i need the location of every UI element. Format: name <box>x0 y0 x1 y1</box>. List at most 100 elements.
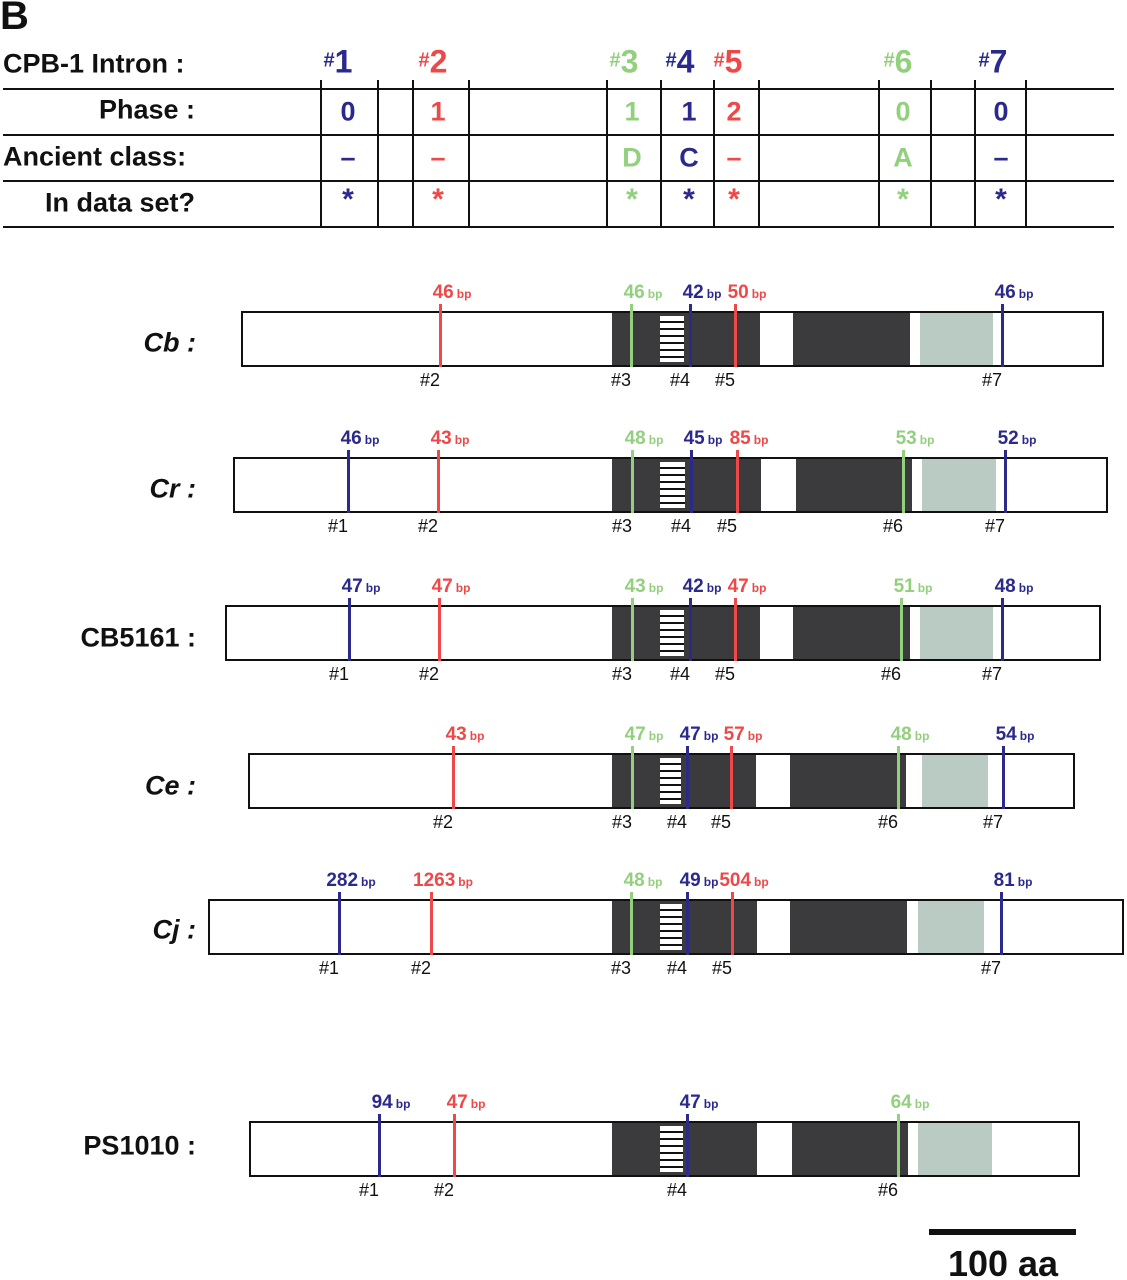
intron-marker <box>631 746 634 809</box>
intron-id-label: #5 <box>710 812 732 832</box>
intron-marker <box>348 598 351 661</box>
intron-marker <box>347 450 350 513</box>
intron-marker <box>734 598 737 661</box>
intron-id-label: #7 <box>984 516 1006 536</box>
intron-marker <box>689 304 692 367</box>
intron-size: 48 <box>890 724 912 745</box>
protein-domain-dark <box>612 901 757 953</box>
table-column-divider <box>930 80 932 227</box>
intron-marker <box>437 450 440 513</box>
table-column-divider <box>758 80 760 227</box>
protein-domain-dark <box>793 313 910 365</box>
intron-number: 3 <box>620 43 639 80</box>
bp-unit: bp <box>647 875 663 889</box>
intron-header: #3 <box>609 43 639 80</box>
intron-number: 5 <box>724 43 743 80</box>
protein-domain-dark <box>792 1123 908 1175</box>
intron-marker <box>631 450 634 513</box>
bp-unit: bp <box>707 433 723 447</box>
protein-domain-dark <box>796 459 912 511</box>
intron-id-label: #2 <box>410 958 432 978</box>
cell-ancient-class: – <box>726 142 742 173</box>
cell-phase: 1 <box>430 96 446 127</box>
intron-size: 48 <box>623 870 645 891</box>
repeat-ladder <box>660 758 681 804</box>
intron-id-label: #1 <box>318 958 340 978</box>
table-rule <box>3 134 1114 136</box>
cell-in-data-set: * <box>626 183 638 216</box>
intron-id-label: #3 <box>610 370 632 390</box>
intron-marker <box>690 450 693 513</box>
table-column-divider <box>412 80 414 227</box>
intron-size: 46 <box>340 428 362 449</box>
intron-id-label: #4 <box>666 958 688 978</box>
bp-unit: bp <box>1017 875 1033 889</box>
intron-marker <box>430 892 433 955</box>
bp-unit: bp <box>458 875 473 889</box>
intron-id-label: #5 <box>714 664 736 684</box>
intron-size: 43 <box>430 428 452 449</box>
table-column-divider <box>1025 80 1027 227</box>
bp-unit: bp <box>456 287 472 301</box>
bp-unit: bp <box>751 581 767 595</box>
intron-id-label: #5 <box>714 370 736 390</box>
bp-unit: bp <box>703 875 719 889</box>
intron-header: #1 <box>323 43 353 80</box>
bp-unit: bp <box>914 1097 930 1111</box>
intron-size: 46 <box>432 282 454 303</box>
protein-domain-light <box>918 1123 992 1175</box>
repeat-ladder <box>660 1126 683 1172</box>
intron-size: 94 <box>371 1092 393 1113</box>
intron-number: 6 <box>894 43 913 80</box>
cell-in-data-set: * <box>432 183 444 216</box>
species-label: PS1010 : <box>83 1130 196 1161</box>
cell-in-data-set: * <box>342 183 354 216</box>
intron-marker <box>1004 450 1007 513</box>
intron-marker <box>686 1114 689 1177</box>
intron-id-label: #3 <box>611 812 633 832</box>
intron-size: 1263 <box>413 870 456 891</box>
intron-marker <box>902 450 905 513</box>
species-label: Cj : <box>152 914 197 945</box>
intron-id-label: #1 <box>328 664 350 684</box>
panel-label: B <box>0 0 29 38</box>
bp-unit: bp <box>364 433 380 447</box>
bp-unit: bp <box>365 581 381 595</box>
intron-id-label: #3 <box>611 516 633 536</box>
intron-number: 4 <box>676 43 695 80</box>
bp-unit: bp <box>754 875 769 889</box>
bp-unit: bp <box>469 729 485 743</box>
intron-size: 54 <box>995 724 1017 745</box>
bp-unit: bp <box>361 875 376 889</box>
intron-size: 47 <box>679 724 701 745</box>
bp-unit: bp <box>1019 729 1035 743</box>
row-label-intron: CPB-1 Intron : <box>3 48 185 79</box>
intron-id-label: #6 <box>882 516 904 536</box>
bp-unit: bp <box>1018 581 1034 595</box>
bp-unit: bp <box>914 729 930 743</box>
intron-size: 504 <box>719 870 752 891</box>
intron-size: 51 <box>893 576 915 597</box>
intron-size: 42 <box>682 576 704 597</box>
repeat-ladder <box>660 316 684 362</box>
bp-unit: bp <box>648 433 664 447</box>
intron-marker <box>730 746 733 809</box>
intron-size: 282 <box>326 870 359 891</box>
intron-id-label: #1 <box>327 516 349 536</box>
intron-header: #6 <box>883 43 913 80</box>
intron-id-label: #4 <box>666 1180 688 1200</box>
cell-ancient-class: – <box>430 142 446 173</box>
row-label-in-data-set: In data set? <box>44 187 195 218</box>
